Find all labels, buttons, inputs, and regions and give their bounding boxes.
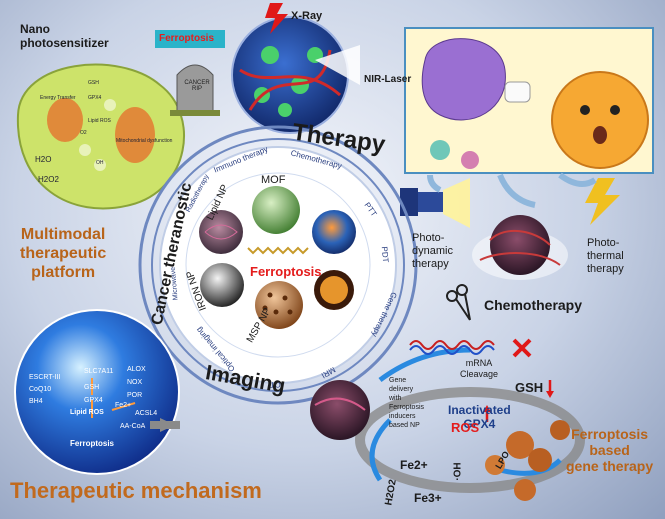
- mrna-cleavage-label: mRNA Cleavage: [460, 358, 499, 379]
- fe2-label: Fe2+: [400, 458, 428, 472]
- photodynamic-label: Photo- dynamic therapy: [412, 232, 453, 270]
- iron-np-sphere: [200, 263, 244, 307]
- mech-gsh: GSH: [84, 384, 100, 391]
- gene-delivery-label: Gene delivery with Ferroptosis inducers …: [389, 377, 425, 429]
- photothermal-label: Photo- thermal therapy: [587, 237, 624, 275]
- mof-sphere: [252, 186, 300, 234]
- lightning-icon: [265, 3, 288, 34]
- tombstone-icon: [170, 64, 220, 116]
- lipid-bilayer-icon: [247, 246, 309, 255]
- lipid-np-sphere: [199, 210, 243, 254]
- nano-photosensitizer-label: Nano photosensitizer: [20, 22, 109, 50]
- therapy-sphere: [231, 16, 349, 134]
- mech-alox: ALOX: [127, 366, 146, 373]
- mech-coq10: CoQ10: [29, 386, 52, 393]
- cell-label-gpx4: GPX4: [88, 95, 102, 101]
- cell-label-lipid-ros: Lipid ROS: [88, 118, 111, 124]
- orange-cell-sphere: [312, 210, 356, 254]
- xray-label: X-Ray: [291, 10, 323, 22]
- center-ferroptosis-label: Ferroptosis: [250, 264, 322, 279]
- mrna-strand: [409, 340, 495, 355]
- cartoon-panel: [404, 27, 654, 174]
- cell-label-oh: OH: [96, 160, 104, 166]
- ferroptosis-flag-label: Ferroptosis: [159, 33, 215, 44]
- photothermal-lightning-icon: [585, 178, 620, 225]
- gene-np-sphere: [310, 380, 370, 440]
- mech-acsl4: ACSL4: [135, 410, 158, 417]
- mech-escrt: ESCRT-III: [29, 374, 61, 381]
- scissors-icon: [446, 284, 471, 321]
- mechanism-sphere: [14, 309, 180, 475]
- cell-label-mito: Mitochondrial dysfunction: [116, 138, 173, 144]
- cell-label-gsh: GSH: [88, 80, 99, 86]
- tumor-cluster: [472, 215, 568, 280]
- arrow-panel-chemo: [497, 173, 536, 208]
- orange-nano-sphere: [314, 270, 354, 310]
- cell-label-h2o: H2O: [35, 155, 52, 164]
- ros-label: ROS: [451, 420, 480, 435]
- mech-slc7a11: SLC7A11: [84, 368, 114, 375]
- inactivated-gpx4-label: Inactivated GPX4: [448, 403, 511, 431]
- oh-label: ·OH: [452, 462, 464, 481]
- arrow-panel-pdt: [427, 174, 442, 193]
- ring-label-pdt: PDT: [379, 246, 391, 263]
- msp-np-sphere: [255, 281, 303, 329]
- mech-ferroptosis: Ferroptosis: [70, 439, 115, 448]
- arrow-panel-ptt: [558, 172, 597, 187]
- gsh-label: GSH: [515, 380, 544, 395]
- mech-aa-coa: AA-CoA: [120, 423, 146, 430]
- nir-laser-beam: [315, 45, 360, 85]
- mech-gpx4: GPX4: [84, 397, 103, 404]
- up-arrow-ros: [483, 405, 491, 422]
- photosensitizer-cell: [16, 63, 185, 210]
- mech-por: POR: [127, 392, 143, 399]
- down-arrow-gsh: [546, 380, 554, 398]
- multimodal-platform-label: Multimodal therapeutic platform: [20, 226, 107, 281]
- nir-laser-label: NIR-Laser: [364, 74, 412, 85]
- cell-label-o2: O2: [80, 130, 87, 136]
- tombstone-label: CANCER RIP: [184, 80, 210, 92]
- cell-label-h2o2: H2O2: [38, 175, 59, 184]
- mof-label: MOF: [261, 174, 286, 186]
- chemotherapy-label: Chemotherapy: [484, 297, 583, 313]
- fe3-label: Fe3+: [414, 491, 442, 505]
- mech-fe2: Fe2+: [115, 402, 132, 409]
- lpo-blobs: [485, 420, 570, 501]
- ferroptosis-flag: [155, 30, 225, 48]
- mech-bh4: BH4: [29, 398, 43, 405]
- therapeutic-mechanism-title: Therapeutic mechanism: [10, 478, 262, 503]
- ferroptosis-gene-therapy-label: Ferroptosis based gene therapy: [566, 426, 654, 474]
- mech-nox: NOX: [127, 379, 143, 386]
- cell-label-energy: Energy Transfer: [40, 95, 76, 101]
- gene-therapy-loop: [355, 347, 585, 493]
- mech-lipid-ros: Lipid ROS: [70, 409, 104, 416]
- red-cross-icon: [512, 338, 532, 358]
